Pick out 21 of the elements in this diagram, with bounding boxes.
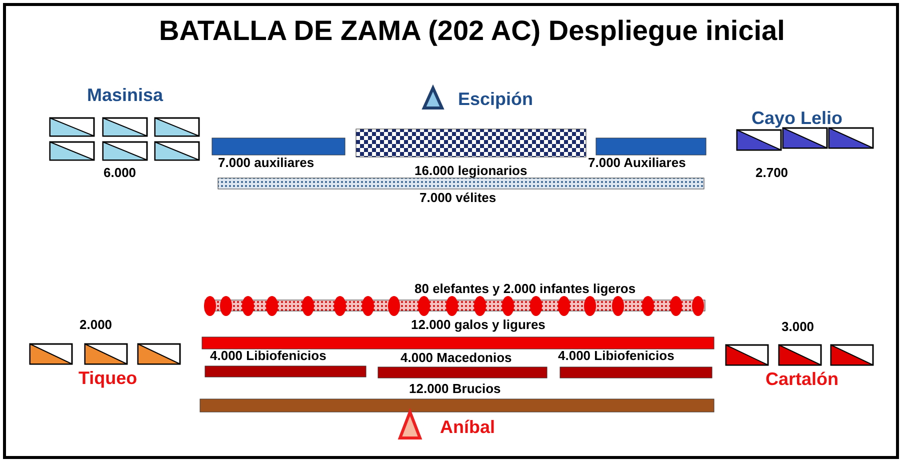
unit-label: 6.000 — [104, 166, 136, 180]
unit-label: 2.000 — [80, 318, 112, 332]
unit-label: 7.000 Auxiliares — [588, 156, 686, 170]
unit-label: 2.700 — [756, 166, 788, 180]
unit-label: 7.000 auxiliares — [218, 156, 314, 170]
unit-label: 80 elefantes y 2.000 infantes ligeros — [414, 282, 636, 296]
unit-label: 12.000 galos y ligures — [411, 318, 546, 332]
commander-name: Cayo Lelio — [752, 109, 843, 129]
unit-label: 4.000 Macedonios — [400, 351, 512, 366]
commander-name: Cartalón — [766, 370, 839, 390]
unit-label: 4.000 Libiofenicios — [558, 349, 674, 364]
unit-label: 16.000 legionarios — [414, 164, 528, 178]
commander-name: Aníbal — [440, 418, 496, 438]
commander-name: Masinisa — [87, 86, 164, 106]
unit-label: 4.000 Libiofenicios — [210, 349, 326, 364]
unit-label: 7.000 vélites — [420, 191, 496, 206]
unit-label: 12.000 Brucios — [409, 382, 501, 396]
commander-name: Tiqueo — [78, 369, 138, 389]
commander-name: Escipión — [458, 90, 534, 110]
unit-label: 3.000 — [782, 320, 814, 334]
title: BATALLA DE ZAMA (202 AC) Despliegue inicial — [159, 16, 785, 47]
